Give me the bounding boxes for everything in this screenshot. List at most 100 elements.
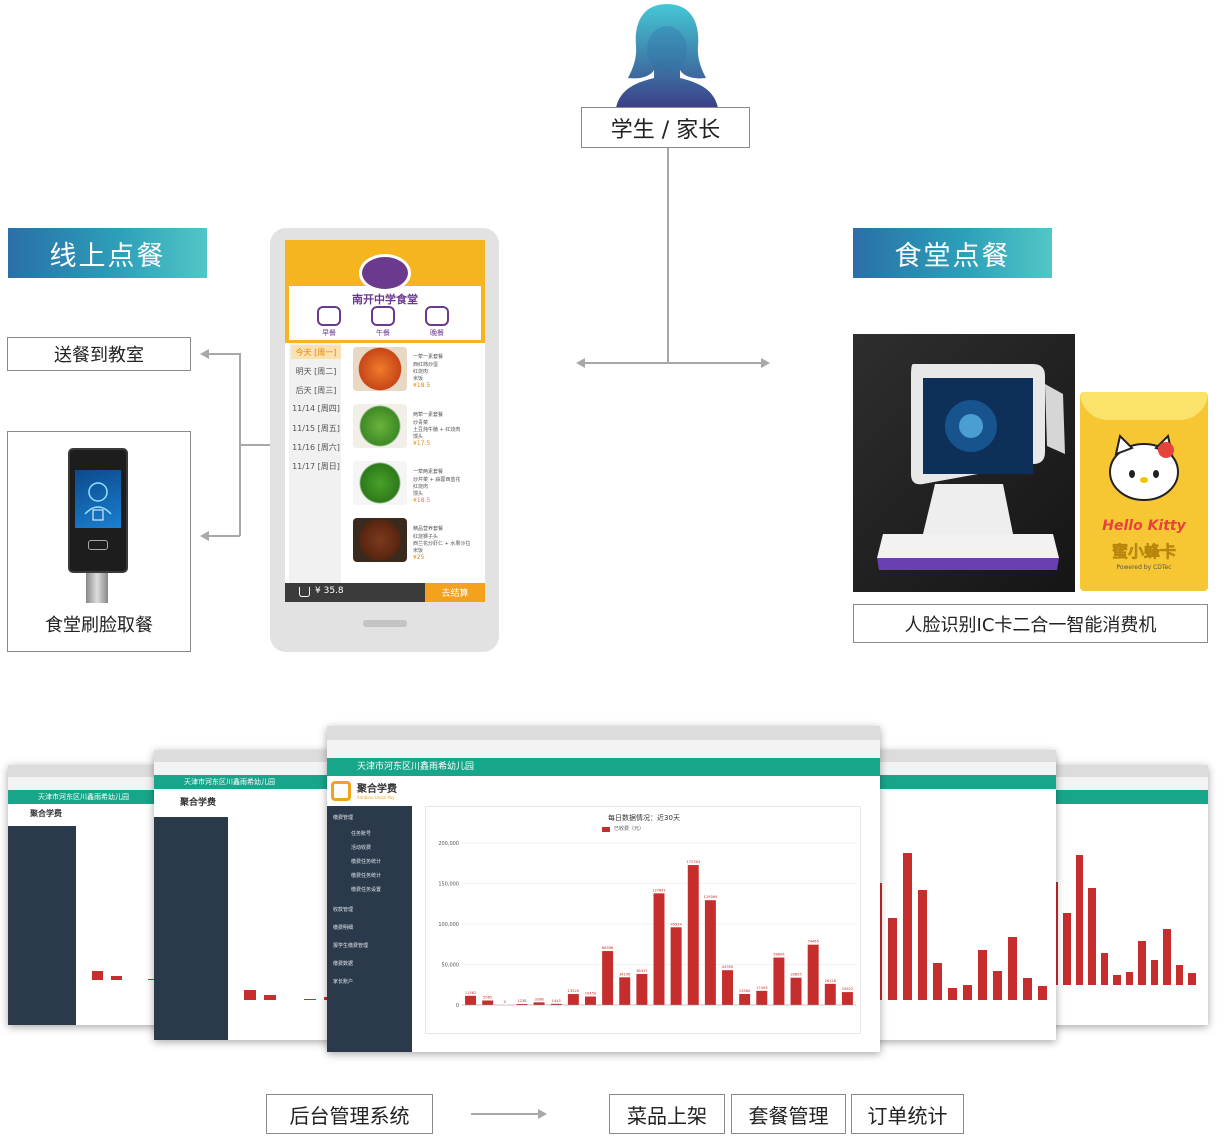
sidebar-item-7[interactable]: 缴费明细 <box>333 925 354 931</box>
dish-items-0-1: 红烧肉 <box>413 369 429 375</box>
dish-items-1-0: 炒青菜 <box>413 420 429 426</box>
bar[interactable] <box>756 990 768 1005</box>
feature-box-1: 套餐管理 <box>731 1094 846 1134</box>
sidebar-item-4[interactable]: 缴费任务统计 <box>351 873 382 879</box>
dish-name-0: 一荤一素套餐 <box>413 354 444 360</box>
cart-total: ¥ 35.8 <box>315 586 344 596</box>
sidebar-item-6[interactable]: 收款管理 <box>333 907 354 913</box>
mini-bar <box>1125 971 1133 985</box>
bar[interactable] <box>533 1002 545 1005</box>
admin-sidebar: 聚合学费 Aimbers Union Pay 缴费管理 任务账号 活动收费 缴费… <box>327 776 412 1052</box>
bar[interactable] <box>841 992 853 1005</box>
bar[interactable] <box>653 893 665 1005</box>
legend-swatch <box>602 827 610 832</box>
phone-header: 南开中学食堂 早餐 午餐 晚餐 <box>285 240 485 343</box>
dish-items-2-2: 馒头 <box>413 491 424 497</box>
bar[interactable] <box>824 983 836 1005</box>
admin-system-box: 后台管理系统 <box>266 1094 433 1134</box>
sidebar-item-10[interactable]: 家长账户 <box>333 979 354 985</box>
dinner-icon[interactable] <box>425 306 449 326</box>
bar-value-label: 10450 <box>585 992 597 996</box>
sidebar-item-9[interactable]: 缴费数据 <box>333 961 354 967</box>
browser-tabbar <box>1040 765 1208 777</box>
mini-bar <box>1063 913 1071 985</box>
brand-name: 聚合学费 <box>357 784 397 795</box>
dish-items-2-0: 炒芹菜 + 蒜蓉西蓝花 <box>413 477 461 483</box>
sidebar-item-8[interactable]: 报学生缴费管理 <box>333 943 369 949</box>
admin-header: 天津市河东区川鑫雨希幼儿园 <box>327 758 880 776</box>
dish-image-2 <box>353 461 407 505</box>
bar[interactable] <box>670 927 682 1005</box>
user-label: 学生 / 家长 <box>581 107 750 148</box>
connector-horizontal <box>585 362 761 364</box>
honey-drip <box>1080 392 1208 420</box>
mini-bar <box>918 890 927 1000</box>
day-item-1[interactable]: 明天 [周二] <box>295 367 337 376</box>
bar-value-label: 42950 <box>722 965 734 969</box>
day-item-0[interactable]: 今天 [周一] <box>295 348 337 357</box>
mini-bar <box>978 950 987 1000</box>
phone-home-button[interactable] <box>363 620 407 627</box>
user-label-text: 学生 / 家长 <box>610 117 721 143</box>
card-brand: Hello Kitty <box>1102 518 1186 534</box>
day-item-3[interactable]: 11/14 [周四] <box>292 404 340 413</box>
mini-bar <box>148 979 160 980</box>
sidebar-item-5[interactable]: 缴费任务设置 <box>351 887 382 893</box>
bar[interactable] <box>773 957 785 1005</box>
day-item-2[interactable]: 后天 [周三] <box>295 386 337 395</box>
checkout-button[interactable]: 去结算 <box>425 583 485 602</box>
bar[interactable] <box>567 994 579 1005</box>
bar[interactable] <box>807 944 819 1005</box>
phone-header-panel <box>289 286 481 340</box>
sidebar-item-2[interactable]: 活动收费 <box>351 845 372 851</box>
bar[interactable] <box>602 951 614 1005</box>
bar[interactable] <box>482 1000 494 1005</box>
mini-bar <box>888 918 897 1000</box>
sidebar-item-1[interactable]: 任务账号 <box>351 831 372 837</box>
admin-title: 天津市河东区川鑫雨希幼儿园 <box>357 762 475 772</box>
bar[interactable] <box>739 994 751 1005</box>
meal-label-dinner: 晚餐 <box>430 329 444 337</box>
breakfast-icon[interactable] <box>317 306 341 326</box>
bar[interactable] <box>619 977 631 1005</box>
browser-address <box>327 740 880 758</box>
machine-label-box: 人脸识别IC卡二合一智能消费机 <box>853 604 1208 643</box>
bar[interactable] <box>687 865 699 1005</box>
arrow-face-icon <box>200 531 209 541</box>
bar[interactable] <box>584 996 596 1005</box>
feature-box-2: 订单统计 <box>851 1094 964 1134</box>
chart-title: 每日数据情况：近30天 <box>608 814 680 822</box>
mini-bar <box>91 971 103 980</box>
bar[interactable] <box>722 970 734 1005</box>
connector-vertical <box>667 148 669 363</box>
deliver-classroom-label: 送餐到教室 <box>54 345 144 366</box>
dish-items-3-1: 西兰花炒虾仁 + 水果沙拉 <box>413 541 471 547</box>
bar-value-label: 26128 <box>825 979 837 983</box>
dish-items-1-2: 馒头 <box>413 434 424 440</box>
bar-value-label: 172763 <box>686 860 700 864</box>
dish-image-0 <box>353 347 407 391</box>
dish-price-0: ¥18.5 <box>413 382 431 389</box>
bar[interactable] <box>516 1003 528 1005</box>
bar[interactable] <box>465 995 477 1005</box>
feature-label-0: 菜品上架 <box>627 1103 707 1128</box>
browser-address <box>1040 777 1208 790</box>
bar[interactable] <box>550 1003 562 1005</box>
bar[interactable] <box>790 977 802 1005</box>
mini-bar <box>264 995 276 1000</box>
admin-window-main: 天津市河东区川鑫雨希幼儿园 聚合学费 Aimbers Union Pay 缴费管… <box>327 726 880 1052</box>
basket-icon[interactable] <box>299 587 310 597</box>
sidebar-item-0[interactable]: 缴费管理 <box>333 815 354 821</box>
day-item-4[interactable]: 11/15 [周五] <box>292 424 340 433</box>
bar[interactable] <box>704 900 716 1005</box>
bottom-arrow-icon <box>538 1109 547 1119</box>
admin-sidebar: 聚合学费 <box>154 789 228 1040</box>
day-item-6[interactable]: 11/17 [周日] <box>292 462 340 471</box>
bar-value-label: 17493 <box>756 986 767 990</box>
day-item-5[interactable]: 11/16 [周六] <box>292 443 340 452</box>
sidebar-item-3[interactable]: 缴费任务统计 <box>351 859 382 865</box>
dish-price-2: ¥18.5 <box>413 497 431 504</box>
bar[interactable] <box>636 973 648 1005</box>
lunch-icon[interactable] <box>371 306 395 326</box>
